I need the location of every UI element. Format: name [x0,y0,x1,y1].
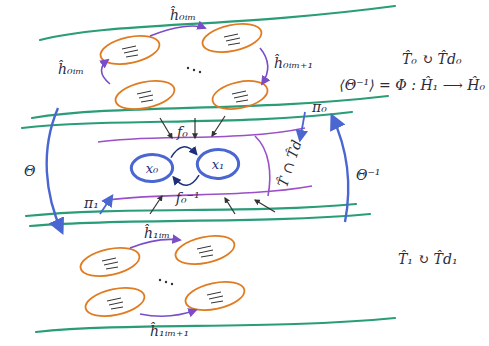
map-label: f₀⁻¹ [176,191,200,206]
point-ellipse: x₁ [196,148,240,180]
math-label: Θ⁻¹ [356,168,380,183]
map-label: f₀ [177,125,188,140]
math-label: Θ [24,164,35,179]
map-arrow [173,175,199,185]
math-label: ĥ₁ᵢₘ [144,226,170,241]
map-arrow [171,147,197,158]
math-label: ĥ₀ᵢₘ [58,62,84,77]
math-label: T̂₁ ↻ T̂d₁ [398,252,458,267]
math-label: ĥ₁ᵢₘ₊₁ [150,324,189,339]
math-label: π₁ [84,196,99,211]
math-label: π₀ [312,100,327,115]
math-label: ⟨Θ⁻¹⟩ = Φ : Ĥ₁ ⟶ Ĥ₀ [339,78,485,93]
point-ellipse: x₀ [130,153,174,183]
point-name: x₁ [212,157,225,172]
math-label: T̂₀ ↻ T̂d₀ [402,52,462,67]
math-label: ĥ₀ᵢₘ₊₁ [274,56,313,71]
point-name: x₀ [146,161,159,176]
math-label: T̂ ∩ T̂d [275,138,305,189]
math-label: ĥ₀ᵢₘ [170,8,196,23]
